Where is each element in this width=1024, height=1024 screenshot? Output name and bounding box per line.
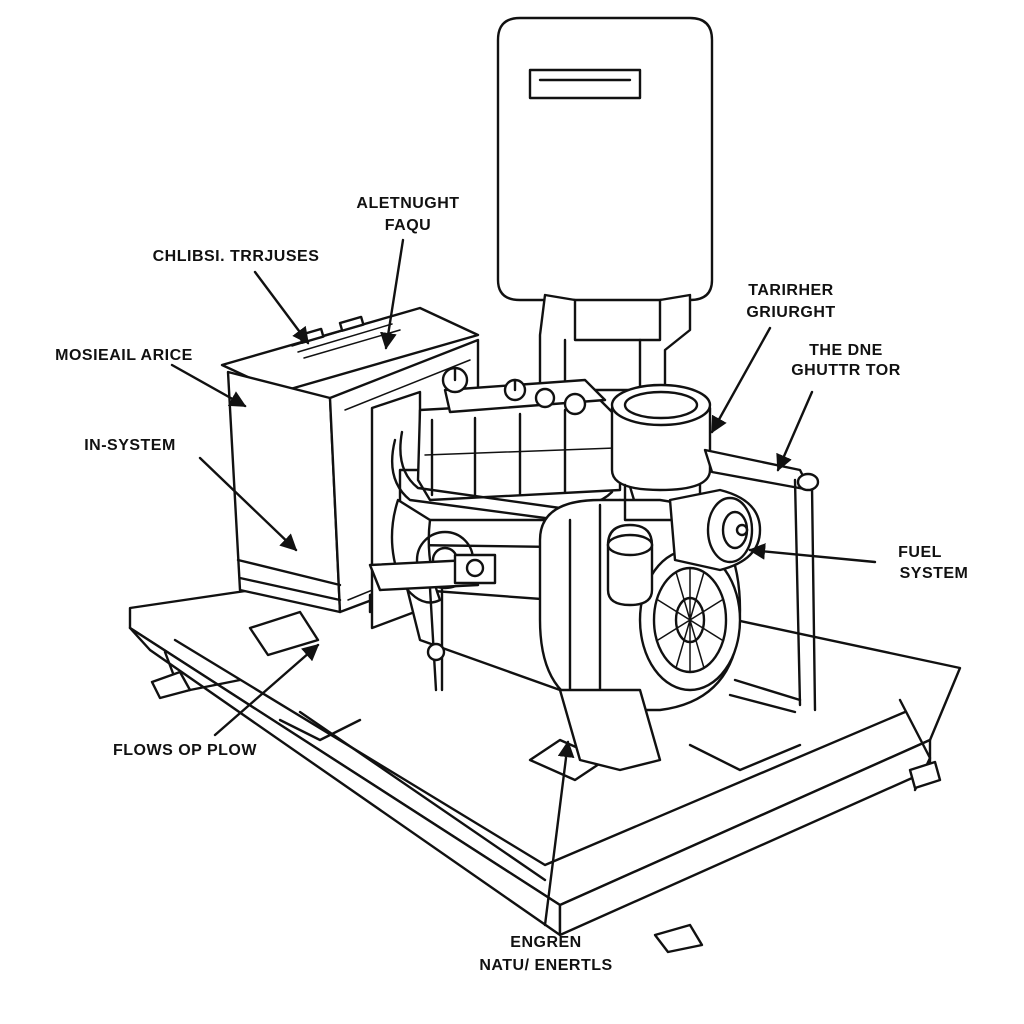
governor-arrow: [776, 390, 814, 472]
radiator-arrow: [170, 363, 247, 408]
label-fuel-line2: SYSTEM: [900, 565, 969, 582]
alternator-housing: [538, 498, 742, 772]
engine-arrow: [543, 740, 575, 927]
skid-base: [128, 558, 962, 954]
fuel-arrow: [748, 543, 877, 564]
label-governor-line1: THE DNE: [809, 342, 883, 359]
chassis-arrow: [253, 270, 310, 345]
alternator-arrow: [380, 238, 405, 350]
label-flows: FLOWS OP PLOW: [113, 742, 257, 759]
label-chassis: CHLIBSI. TRRJUSES: [153, 248, 320, 265]
support-frame: [703, 448, 820, 714]
turbo-arrow: [710, 326, 772, 434]
label-insystem: IN-SYSTEM: [84, 437, 176, 454]
flows-arrow: [213, 643, 320, 737]
exhaust-stack: [496, 16, 714, 397]
label-engine-line2: NATU/ ENERTLS: [479, 957, 612, 974]
air-cleaner: [610, 383, 712, 522]
label-fuel-line1: FUEL: [898, 544, 942, 561]
callout-labels: ALETNUGHT FAQU CHLIBSI. TRRJUSES MOSIEAI…: [55, 195, 968, 974]
label-alternator-line1: ALETNUGHT: [356, 195, 459, 212]
label-turbo-line1: TARIRHER: [748, 282, 833, 299]
label-alternator-line2: FAQU: [385, 217, 431, 234]
label-radiator: MOSIEAIL ARICE: [55, 347, 193, 364]
insystem-arrow: [198, 456, 298, 552]
label-engine-line1: ENGREN: [510, 934, 581, 951]
callout-arrows: [170, 238, 877, 927]
label-governor-line2: GHUTTR TOR: [791, 362, 901, 379]
front-pulley: [668, 488, 762, 572]
label-turbo-line2: GRIURGHT: [746, 304, 835, 321]
